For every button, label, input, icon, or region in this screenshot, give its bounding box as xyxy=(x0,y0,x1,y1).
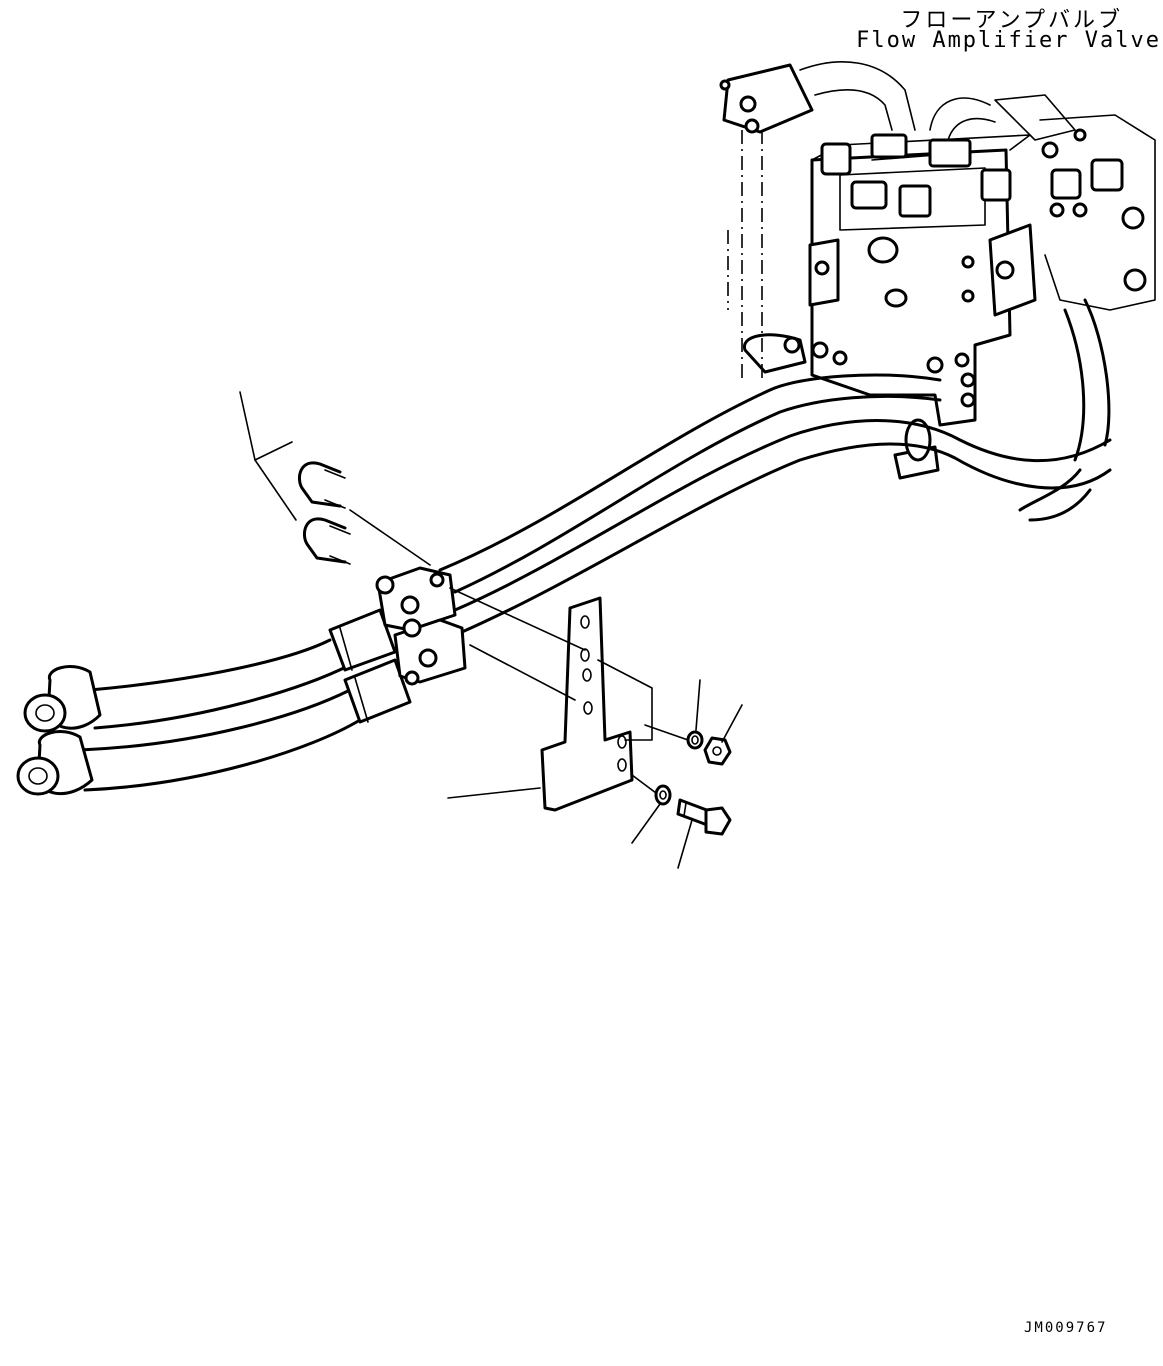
hydraulic-pipes xyxy=(438,298,1112,634)
flow-amplifier-valve xyxy=(719,61,1156,480)
leader-lines xyxy=(239,391,743,869)
valve-title-japanese: フローアンプバルブ xyxy=(900,8,1123,33)
bracket xyxy=(449,587,653,812)
fasteners xyxy=(631,724,732,836)
hose-assemblies xyxy=(16,566,467,796)
valve-title-english: Flow Amplifier Valve xyxy=(856,28,1161,53)
drawing-number: JM009767 xyxy=(1024,1320,1108,1336)
u-bolts xyxy=(297,461,431,566)
